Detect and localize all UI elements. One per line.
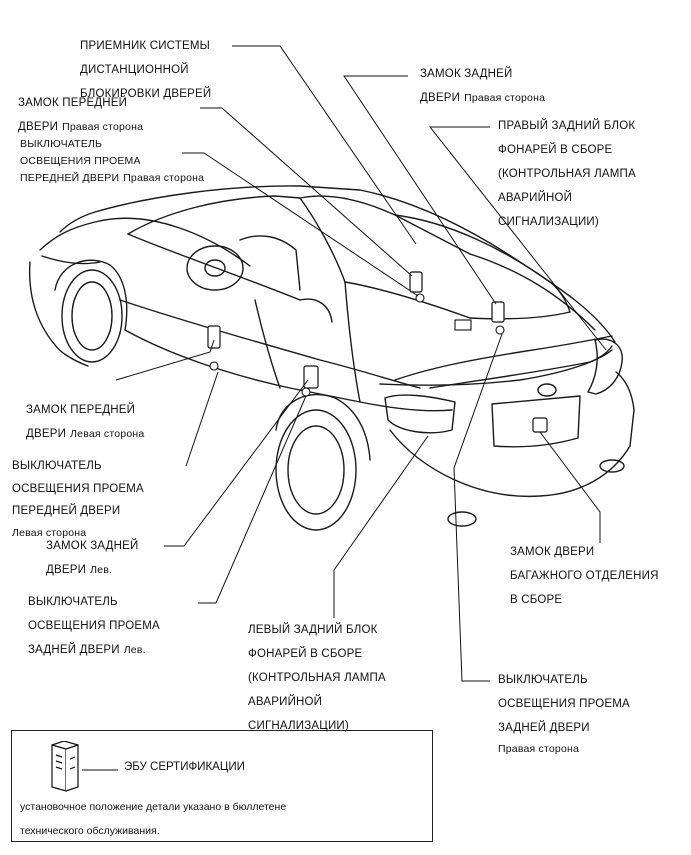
label-front-courtesy-switch-left-line-1: ВЫКЛЮЧАТЕЛЬ — [12, 460, 102, 472]
label-front-courtesy-switch-left-side: Левая сторона — [12, 527, 87, 539]
legend-ecu-label: ЭБУ СЕРТИФИКАЦИИ — [124, 761, 245, 773]
label-receiver-line-3: БЛОКИРОВКИ ДВЕРЕЙ — [80, 88, 212, 100]
label-front-courtesy-switch-right-side: Правая сторона — [123, 172, 205, 184]
label-front-courtesy-switch-left: ВЫКЛЮЧАТЕЛЬ ОСВЕЩЕНИЯ ПРОЕМА ПЕРЕДНЕЙ ДВ… — [12, 454, 144, 544]
leader-lines — [82, 45, 607, 771]
label-rear-combination-light-right: ПРАВЫЙ ЗАДНИЙ БЛОК ФОНАРЕЙ В СБОРЕ (КОНТ… — [498, 114, 636, 234]
label-rear-courtesy-switch-right-line-1: ВЫКЛЮЧАТЕЛЬ — [498, 674, 588, 686]
label-rear-door-lock-right-line-2: ДВЕРИ — [420, 92, 461, 104]
door-lock-icon — [207, 271, 548, 433]
label-rcl-left-line-2: ФОНАРЕЙ В СБОРЕ — [248, 648, 363, 660]
legend-note-line-2: технического обслуживания. — [20, 825, 160, 837]
car-outline-icon — [28, 185, 635, 531]
label-rear-courtesy-switch-right-line-3: ЗАДНЕЙ ДВЕРИ — [498, 722, 590, 734]
label-rear-door-lock-left-side: Лев. — [90, 564, 113, 576]
label-rear-combination-light-left: ЛЕВЫЙ ЗАДНИЙ БЛОК ФОНАРЕЙ В СБОРЕ (КОНТР… — [248, 618, 386, 738]
label-rcl-right-line-4: АВАРИЙНОЙ — [498, 192, 573, 204]
label-rear-door-lock-left-line-1: ЗАМОК ЗАДНЕЙ — [46, 540, 139, 552]
label-rear-door-lock-right-line-1: ЗАМОК ЗАДНЕЙ — [420, 68, 513, 80]
courtesy-switch-icon — [209, 293, 505, 397]
label-front-door-lock-left-line-1: ЗАМОК ПЕРЕДНЕЙ — [26, 404, 136, 416]
label-rear-courtesy-switch-left-side: Лев. — [123, 644, 146, 656]
label-rcl-right-line-1: ПРАВЫЙ ЗАДНИЙ БЛОК — [498, 120, 636, 132]
label-receiver-line-2: ДИСТАНЦИОННОЙ — [80, 64, 189, 76]
label-rear-courtesy-switch-right-line-2: ОСВЕЩЕНИЯ ПРОЕМА — [498, 698, 630, 710]
label-rear-courtesy-switch-left-line-3: ЗАДНЕЙ ДВЕРИ — [28, 644, 120, 656]
legend-note-line-1: установочное положение детали указано в … — [20, 801, 287, 813]
label-front-courtesy-switch-right: ВЫКЛЮЧАТЕЛЬ ОСВЕЩЕНИЯ ПРОЕМА ПЕРЕДНЕЙ ДВ… — [20, 136, 204, 187]
label-rear-door-lock-left-line-2: ДВЕРИ — [46, 564, 87, 576]
label-front-door-lock-left-side: Левая сторона — [70, 428, 145, 440]
label-front-door-lock-right-side: Правая сторона — [62, 121, 144, 133]
label-front-door-lock-right-line-1: ЗАМОК ПЕРЕДНЕЙ — [18, 97, 128, 109]
label-rear-door-lock-right-side: Правая сторона — [464, 92, 546, 104]
label-front-courtesy-switch-left-line-2: ОСВЕЩЕНИЯ ПРОЕМА — [12, 483, 144, 495]
ecu-module-icon — [454, 319, 472, 331]
label-rcl-right-line-3: (КОНТРОЛЬНАЯ ЛАМПА — [498, 168, 636, 180]
label-rear-courtesy-switch-left-line-1: ВЫКЛЮЧАТЕЛЬ — [28, 596, 118, 608]
label-rcl-left-line-3: (КОНТРОЛЬНАЯ ЛАМПА — [248, 672, 386, 684]
label-luggage-door-lock-line-2: БАГАЖНОГО ОТДЕЛЕНИЯ — [510, 570, 659, 582]
label-luggage-door-lock: ЗАМОК ДВЕРИ БАГАЖНОГО ОТДЕЛЕНИЯ В СБОРЕ — [510, 540, 659, 612]
label-rcl-left-line-4: АВАРИЙНОЙ — [248, 696, 323, 708]
label-receiver: ПРИЕМНИК СИСТЕМЫ ДИСТАНЦИОННОЙ БЛОКИРОВК… — [80, 34, 211, 106]
label-front-courtesy-switch-right-line-2: ОСВЕЩЕНИЯ ПРОЕМА — [20, 155, 141, 167]
ecu-module-icon — [51, 741, 79, 792]
label-rcl-right-line-2: ФОНАРЕЙ В СБОРЕ — [498, 144, 613, 156]
label-rcl-right-line-5: СИГНАЛИЗАЦИИ) — [498, 216, 599, 228]
label-rear-courtesy-switch-right-side: Правая сторона — [498, 743, 580, 755]
label-rcl-left-line-1: ЛЕВЫЙ ЗАДНИЙ БЛОК — [248, 624, 378, 636]
label-luggage-door-lock-line-1: ЗАМОК ДВЕРИ — [510, 546, 595, 558]
label-rcl-left-line-5: СИГНАЛИЗАЦИИ) — [248, 720, 349, 732]
label-front-courtesy-switch-left-line-3: ПЕРЕДНЕЙ ДВЕРИ — [12, 505, 121, 517]
legend-note: установочное положение детали указано в … — [20, 795, 420, 843]
label-front-door-lock-left-line-2: ДВЕРИ — [26, 428, 67, 440]
label-rear-courtesy-switch-left-line-2: ОСВЕЩЕНИЯ ПРОЕМА — [28, 620, 160, 632]
label-front-courtesy-switch-right-line-3: ПЕРЕДНЕЙ ДВЕРИ — [20, 172, 120, 184]
label-rear-courtesy-switch-left: ВЫКЛЮЧАТЕЛЬ ОСВЕЩЕНИЯ ПРОЕМА ЗАДНЕЙ ДВЕР… — [28, 590, 160, 662]
legend-box: ЭБУ СЕРТИФИКАЦИИ установочное положение … — [11, 730, 433, 842]
label-front-door-lock-right-line-2: ДВЕРИ — [18, 121, 59, 133]
label-receiver-line-1: ПРИЕМНИК СИСТЕМЫ — [80, 40, 211, 52]
label-front-courtesy-switch-right-line-1: ВЫКЛЮЧАТЕЛЬ — [20, 138, 103, 150]
label-luggage-door-lock-line-3: В СБОРЕ — [510, 594, 563, 606]
label-rear-courtesy-switch-right: ВЫКЛЮЧАТЕЛЬ ОСВЕЩЕНИЯ ПРОЕМА ЗАДНЕЙ ДВЕР… — [498, 668, 630, 758]
